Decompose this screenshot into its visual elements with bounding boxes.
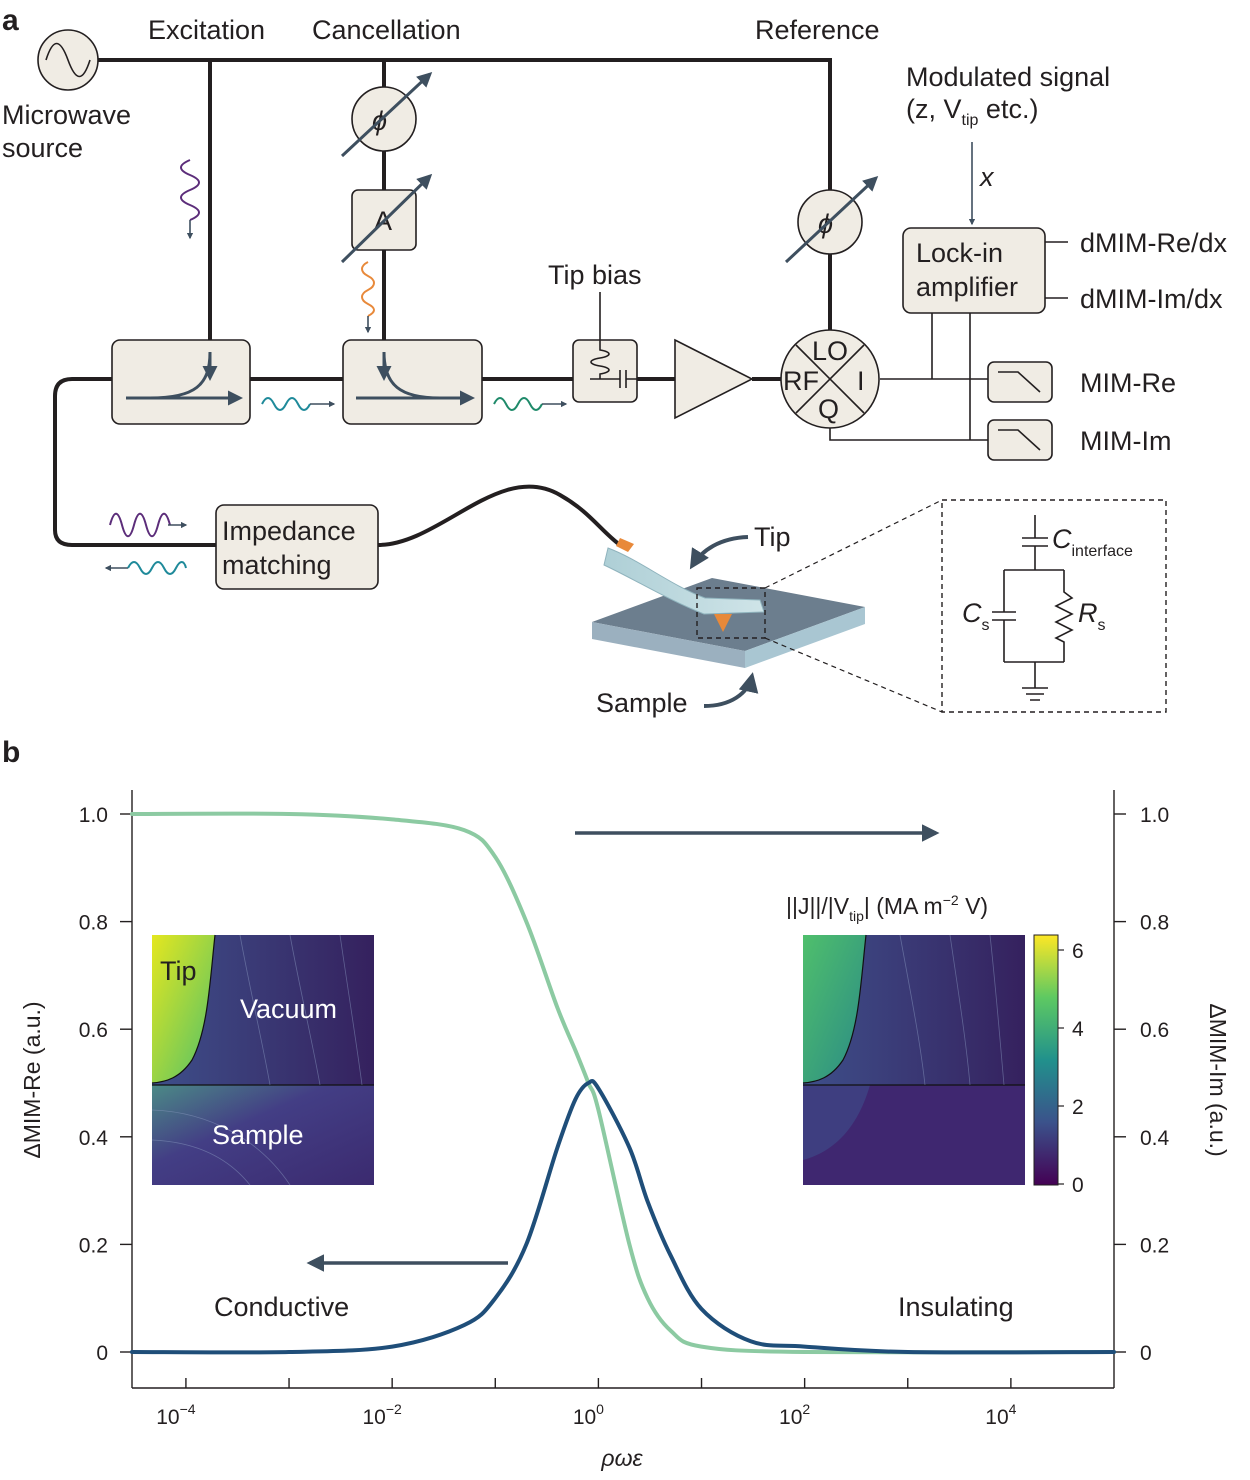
equivalent-circuit — [992, 515, 1074, 701]
wave-green-icon — [493, 397, 568, 411]
y-axis-left-label: ΔMIM-Re (a.u.) — [19, 1001, 45, 1158]
bias-tee — [572, 292, 638, 403]
x-tick-label: 104 — [985, 1401, 1016, 1429]
microwave-source-icon — [37, 29, 99, 91]
cancellation-label: Cancellation — [312, 15, 461, 45]
microwave-source-label-2: source — [2, 133, 83, 163]
lockin-amplifier[interactable]: Lock-in amplifier — [902, 227, 1046, 314]
reference-phase-shifter[interactable]: ϕ — [784, 175, 879, 264]
insulating-label: Insulating — [898, 1292, 1014, 1322]
y-tick-label-right: 0.8 — [1140, 912, 1169, 935]
cs-label: Cs — [962, 598, 990, 634]
mim-re-curve — [130, 1078, 1116, 1355]
y-tick-label-right: 0 — [1140, 1342, 1152, 1365]
lowpass-filter-re-icon — [987, 361, 1053, 403]
excitation-label: Excitation — [148, 15, 265, 45]
c-interface-label: Cinterface — [1052, 524, 1133, 560]
dmim-im-label: dMIM-Im/dx — [1080, 284, 1223, 314]
cancellation-attenuator[interactable]: A — [340, 173, 433, 264]
svg-text:Lock-in: Lock-in — [916, 238, 1003, 268]
incident-wave-icon — [109, 512, 188, 538]
y-tick-label-right: 0.2 — [1140, 1234, 1169, 1257]
svg-text:amplifier: amplifier — [916, 272, 1018, 302]
y-axis-ticks: 0 0 0.2 0.2 0.4 0.4 0.6 0.6 0.8 0.8 1.0 1.0 — [79, 804, 1170, 1365]
inset-right-field-map — [802, 934, 1025, 1185]
inset-sample-label: Sample — [212, 1120, 304, 1150]
sample-label: Sample — [596, 688, 688, 718]
panel-a-label: a — [2, 4, 19, 37]
circuit-inset — [941, 499, 1167, 713]
reference-label: Reference — [755, 15, 880, 45]
excitation-coupler — [111, 339, 251, 425]
y-tick-label-left: 1.0 — [79, 804, 108, 827]
excitation-wave-icon — [180, 159, 200, 240]
panel-b-label: b — [2, 736, 20, 769]
x-tick-label: 102 — [779, 1401, 810, 1429]
inset-vacuum-label: Vacuum — [240, 994, 337, 1024]
x-axis-label: ρωε — [600, 1445, 643, 1471]
tip-bias-label: Tip bias — [548, 260, 642, 290]
mim-re-label: MIM-Re — [1080, 368, 1176, 398]
mim-im-curve — [130, 811, 1116, 1355]
lowpass-filter-im-icon — [987, 419, 1053, 461]
microwave-source-label-1: Microwave — [2, 100, 131, 130]
cancellation-coupler — [342, 339, 483, 425]
colorbar-tick-6: 6 — [1072, 940, 1084, 963]
y-tick-label-right: 1.0 — [1140, 804, 1169, 827]
rs-label: Rs — [1078, 598, 1106, 634]
iq-mixer: LO RF I Q — [780, 329, 880, 429]
y-tick-label-right: 0.6 — [1140, 1019, 1169, 1042]
inset-left-field-map — [151, 934, 374, 1186]
inset-tip-label: Tip — [160, 956, 197, 986]
y-tick-label-right: 0.4 — [1140, 1127, 1170, 1150]
cancellation-wave-icon — [361, 261, 375, 334]
y-tick-label-left: 0.6 — [79, 1019, 108, 1042]
reflected-wave-icon — [104, 561, 187, 575]
svg-text:matching: matching — [222, 550, 332, 580]
y-tick-label-left: 0 — [96, 1342, 108, 1365]
y-tick-label-left: 0.2 — [79, 1234, 108, 1257]
impedance-matching: Impedance matching — [215, 504, 379, 590]
tip-label: Tip — [754, 522, 791, 552]
conductive-label: Conductive — [214, 1292, 349, 1322]
x-tick-label: 10−2 — [362, 1401, 402, 1429]
colorbar-tick-4: 4 — [1072, 1018, 1084, 1041]
colorbar-tick-0: 0 — [1072, 1174, 1084, 1197]
amplifier-icon — [674, 338, 754, 420]
sample-stage — [592, 578, 865, 668]
y-tick-label-left: 0.4 — [79, 1127, 109, 1150]
x-variable-label: x — [978, 162, 995, 192]
svg-text:Impedance: Impedance — [222, 516, 356, 546]
svg-text:LO: LO — [812, 336, 848, 366]
svg-text:Q: Q — [818, 394, 839, 424]
colorbar-tick-2: 2 — [1072, 1096, 1084, 1119]
x-tick-label: 100 — [573, 1401, 604, 1429]
svg-text:I: I — [857, 366, 865, 396]
modulated-label-2: (z, Vtip etc.) — [906, 94, 1038, 129]
main-wires — [53, 58, 832, 547]
wave-teal-icon — [261, 397, 336, 411]
svg-text:RF: RF — [783, 366, 819, 396]
colorbar — [1033, 934, 1064, 1186]
dmim-re-label: dMIM-Re/dx — [1080, 228, 1228, 258]
x-tick-label: 10−4 — [156, 1401, 196, 1429]
y-tick-label-left: 0.8 — [79, 912, 108, 935]
y-axis-right-label: ΔMIM-Im (a.u.) — [1205, 1003, 1231, 1156]
mim-im-label: MIM-Im — [1080, 426, 1171, 456]
plot-axes — [131, 790, 1115, 1389]
colorbar-title: ||J||/|Vtip| (MA m−2 V) — [786, 892, 988, 924]
plot-curves — [130, 811, 1116, 1355]
x-axis-ticks: 10−4 10−2 100 102 104 — [156, 1378, 1017, 1429]
modulated-label-1: Modulated signal — [906, 62, 1110, 92]
cancellation-phase-shifter[interactable]: ϕ — [340, 71, 433, 158]
cantilever-probe — [603, 538, 765, 632]
